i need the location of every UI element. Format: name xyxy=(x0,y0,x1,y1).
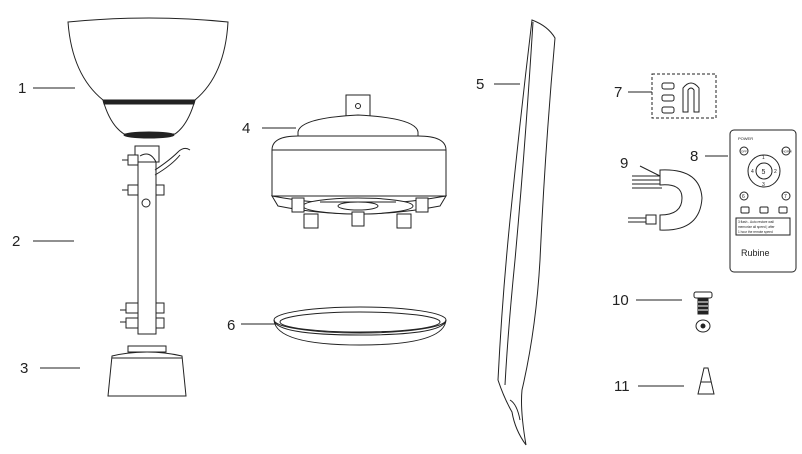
part-label-1: 1 xyxy=(18,80,26,97)
part-label-7: 7 xyxy=(614,84,622,101)
part-8-remote: POWER OFF NORM 5 1 4 2 3 6 7 3 flash - A… xyxy=(729,129,797,273)
remote-wheel-top: 1 xyxy=(762,155,765,161)
remote-power-label: POWER xyxy=(738,136,753,141)
part-label-2: 2 xyxy=(12,233,20,250)
part-label-6: 6 xyxy=(227,317,235,334)
part-2-downrod xyxy=(120,145,191,335)
part-10-screw xyxy=(693,291,713,333)
remote-btn-7: 7 xyxy=(784,194,787,200)
remote-wheel-left: 4 xyxy=(751,169,754,175)
remote-wheel-center: 5 xyxy=(762,169,766,176)
part-label-5: 5 xyxy=(476,76,484,93)
remote-info-line-3: 1 hour the remote speed xyxy=(738,230,773,234)
remote-norm-text: NORM xyxy=(783,150,793,154)
part-11-wire-nut xyxy=(697,367,715,395)
part-6-diffuser xyxy=(273,306,447,346)
part-label-4: 4 xyxy=(242,120,250,137)
remote-info-line-1: 3 flash - Auto restore wall xyxy=(738,220,774,224)
part-label-3: 3 xyxy=(20,360,28,377)
remote-brand: Rubine xyxy=(741,248,770,258)
part-3-canopy xyxy=(107,345,187,397)
part-label-9: 9 xyxy=(620,155,628,172)
part-label-8: 8 xyxy=(690,148,698,165)
part-4-motor-housing xyxy=(271,94,447,229)
part-label-11: 11 xyxy=(614,378,630,395)
leader-line-9 xyxy=(639,165,661,177)
part-7-clip-kit xyxy=(651,73,717,119)
remote-wheel-bottom: 3 xyxy=(762,182,765,188)
part-9-receiver xyxy=(628,169,703,231)
remote-wheel-right: 2 xyxy=(774,169,777,175)
part-5-blade xyxy=(497,19,556,446)
remote-btn-6: 6 xyxy=(742,194,745,200)
part-label-10: 10 xyxy=(612,292,629,309)
remote-info-line-2: memorize all speed | after xyxy=(738,225,776,229)
remote-off-text: OFF xyxy=(741,150,747,154)
part-1-shade xyxy=(67,17,229,139)
